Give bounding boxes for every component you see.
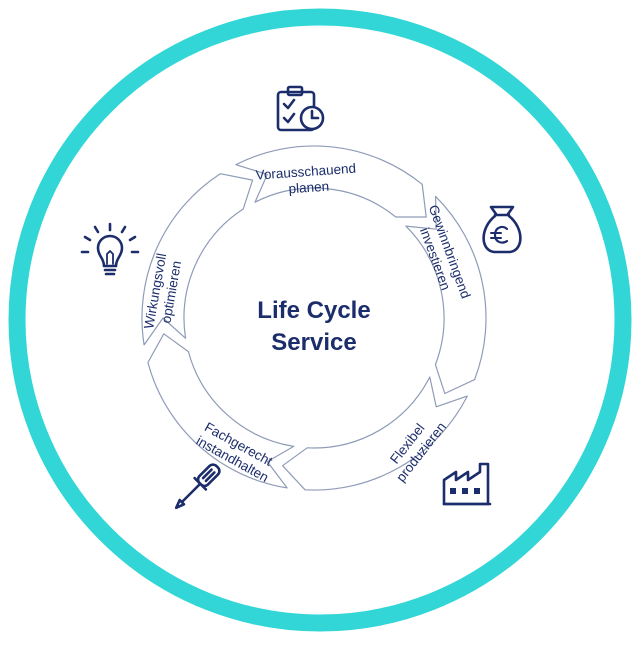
checklist-clock-icon (276, 85, 325, 132)
screwdriver-icon (174, 463, 221, 510)
center-title-line1: Life Cycle (257, 297, 370, 324)
segment-instandhalten (147, 333, 295, 489)
segment-label-planen: Vorausschauend planen (255, 160, 361, 198)
segment-planen (235, 145, 427, 218)
cycle-segments (141, 145, 487, 491)
segment-investieren (405, 195, 487, 395)
center-title-line2: Service (271, 329, 356, 356)
lightbulb-icon (80, 222, 140, 276)
segment-planen-line1: Vorausschauend (255, 161, 356, 183)
factory-icon (442, 462, 492, 506)
segment-optimieren (141, 173, 254, 346)
segment-planen-line2: planen (288, 179, 329, 197)
svg-text:Vorausschauend planen: Vorausschauend planen (255, 160, 361, 198)
money-bag-euro-icon (482, 205, 522, 254)
segment-produzieren (282, 376, 468, 491)
outer-ring (8, 8, 632, 632)
